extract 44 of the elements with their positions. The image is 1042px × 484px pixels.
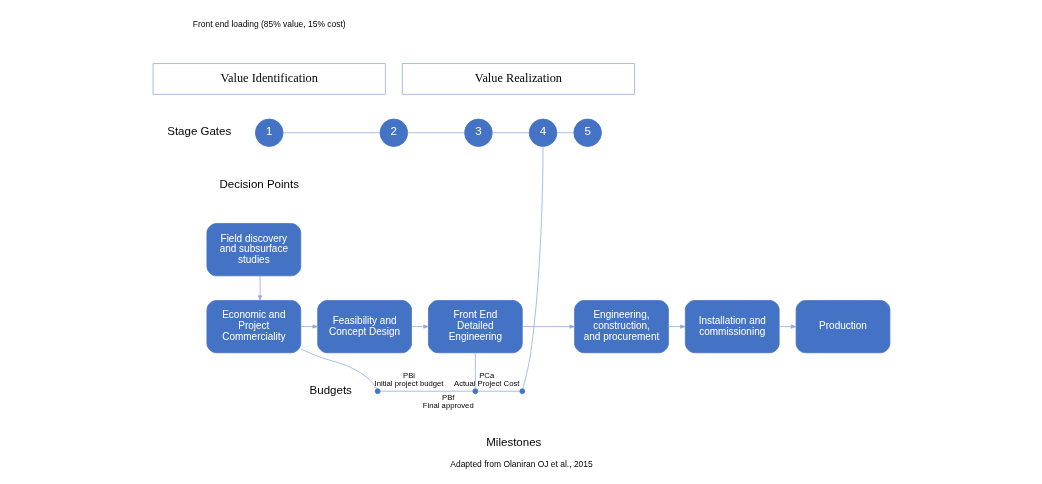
connector	[282, 132, 380, 134]
node-box: Production	[795, 300, 890, 354]
connector	[491, 132, 530, 134]
connector	[300, 348, 377, 390]
label: Milestones	[485, 436, 541, 449]
node-box: Feasibility and Concept Design	[316, 300, 412, 354]
node-box: Installation and commissioning	[684, 300, 780, 354]
node-circle: 3	[463, 118, 493, 147]
arrow	[778, 324, 796, 329]
node-box: Value Realization	[401, 63, 635, 95]
connector	[521, 146, 543, 390]
node-box: Front End Detailed Engineering	[427, 300, 523, 354]
connector	[477, 390, 520, 392]
node-box: Value Identification	[152, 63, 386, 95]
arrow	[521, 324, 575, 329]
node-circle: 2	[379, 118, 408, 147]
label: Decision Points	[219, 177, 299, 190]
node-label: PBi	[402, 370, 415, 380]
node-label: Actual Project Cost	[453, 379, 519, 389]
node-circle	[471, 388, 478, 395]
node-circle: 5	[572, 118, 602, 147]
node-box: Economic and Project Commerciality	[206, 300, 301, 354]
arrow	[667, 324, 686, 329]
node-circle: 4	[528, 118, 557, 147]
node-box: Field discovery and subsurface studies	[206, 223, 301, 277]
label: Stage Gates	[166, 125, 231, 138]
node-label: Final approved	[422, 401, 474, 411]
connector	[474, 352, 476, 389]
label: Budgets	[309, 383, 352, 396]
node-circle	[518, 388, 525, 395]
node-box: Engineering, construction, and procurement	[573, 300, 669, 354]
arrow	[257, 275, 262, 301]
arrow	[299, 324, 318, 329]
connector	[406, 132, 465, 134]
arrow	[410, 324, 429, 329]
node-label: PCa	[478, 370, 494, 380]
node-circle: 1	[254, 118, 283, 147]
caption: Adapted from Olaniran OJ et al., 2015	[449, 459, 593, 470]
node-label: Initial project budget	[374, 379, 443, 389]
connector	[556, 132, 574, 134]
connector	[379, 390, 473, 392]
label: Front end loading (85% value, 15% cost)	[192, 19, 346, 30]
node-label: PBf	[441, 392, 454, 402]
node-circle	[374, 388, 381, 395]
